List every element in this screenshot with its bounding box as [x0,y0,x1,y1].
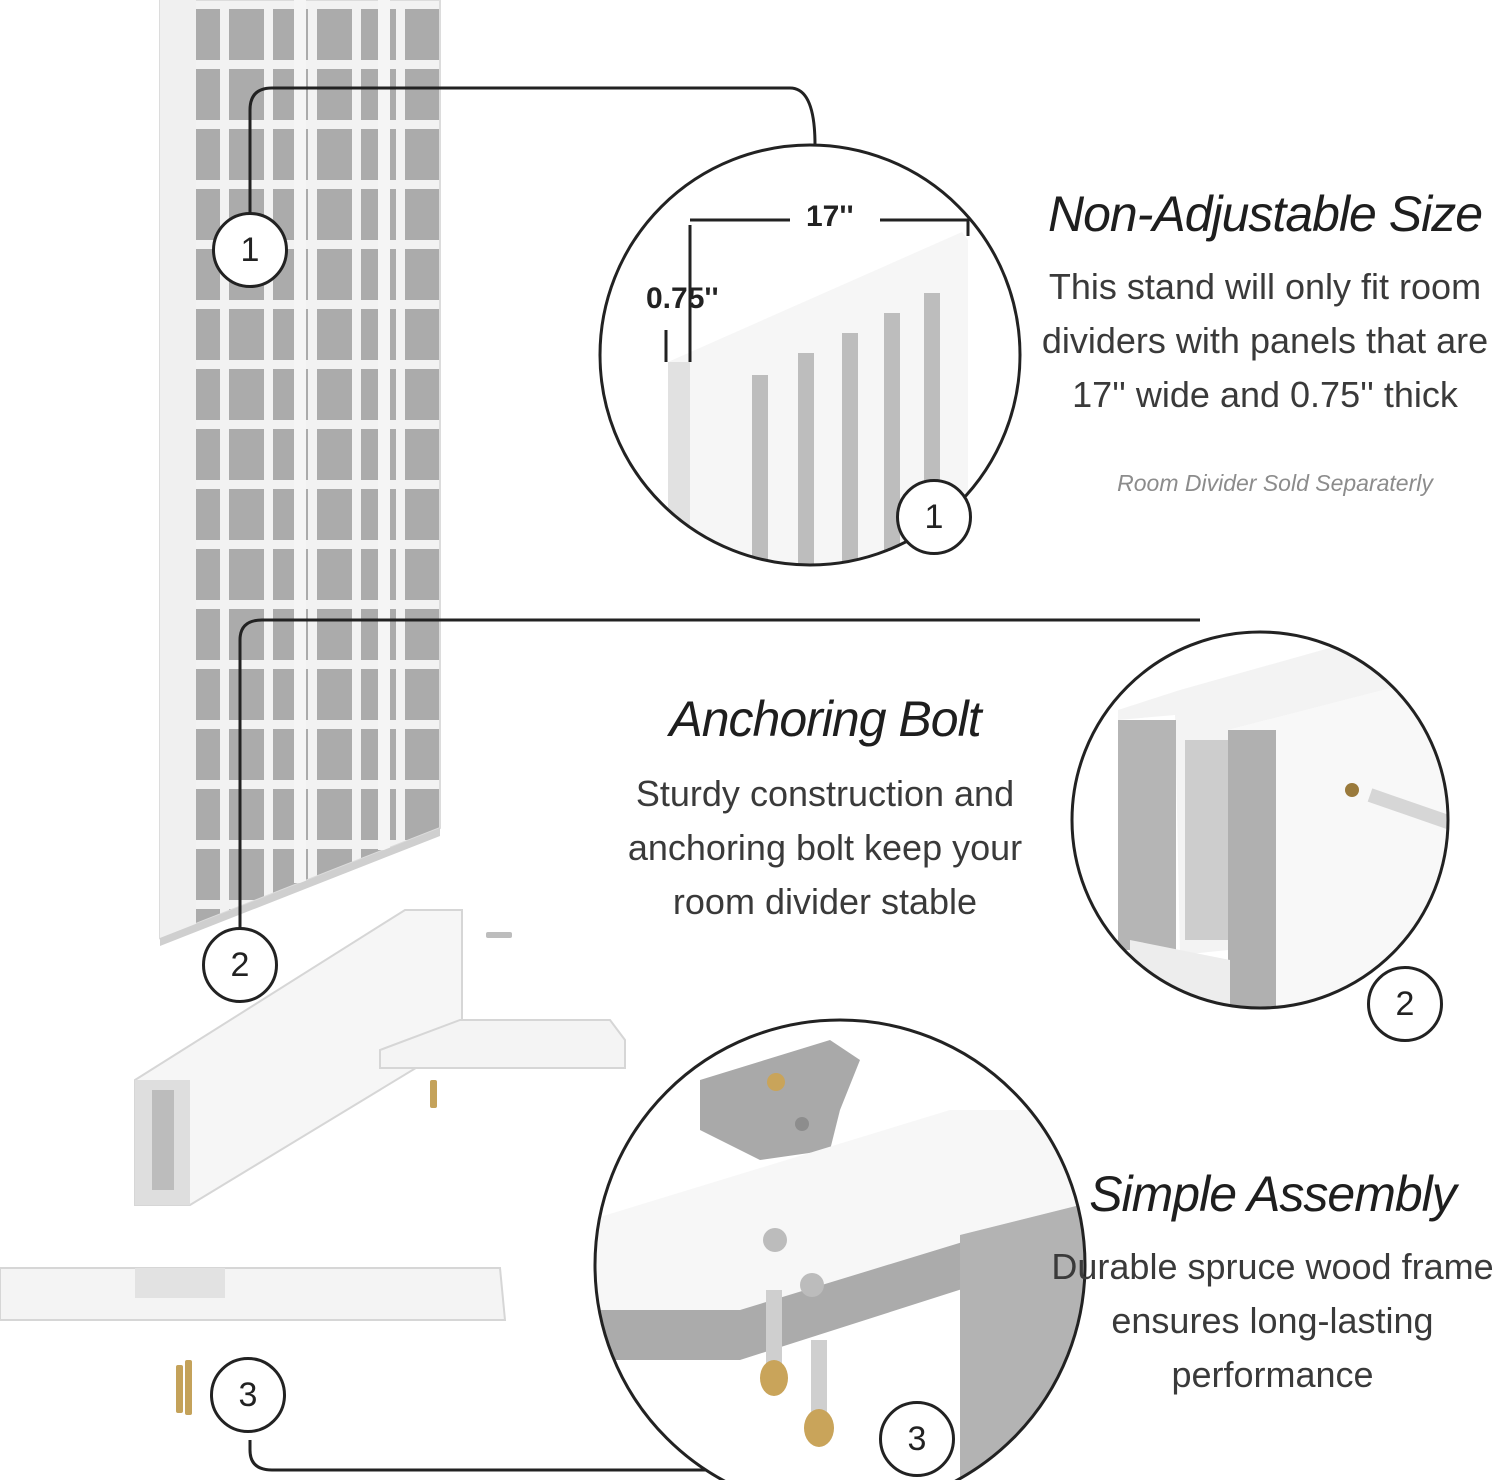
callout-number-2-detail: 2 [1367,966,1443,1042]
callout-number-1-detail: 1 [896,479,972,555]
feature-3-line-3: performance [1171,1354,1374,1395]
feature-2-line-1: Sturdy construction and [635,773,1015,814]
feature-1-description: This stand will only fit room dividers w… [1030,260,1500,422]
feature-1-line-1: This stand will only fit room [1048,266,1482,307]
feature-2-line-3: room divider stable [672,881,978,922]
feature-2-line-2: anchoring bolt keep your [627,827,1023,868]
feature-3-line-2: ensures long-lasting [1111,1300,1434,1341]
feature-1-line-2: dividers with panels that are [1041,320,1489,361]
feature-1-title: Non-Adjustable Size [1047,186,1483,242]
feature-1-line-3: 17'' wide and 0.75'' thick [1072,374,1458,415]
callout-number-1-panel: 1 [212,212,288,288]
feature-3-description: Durable spruce wood frame ensures long-l… [1045,1240,1500,1402]
sold-separately-note: Room Divider Sold Separaterly [1117,470,1433,496]
detail-circle-panel [598,143,1022,567]
width-dimension-label: 17'' [806,200,854,233]
thickness-dimension-label: 0.75'' [646,282,719,315]
feature-2-title: Anchoring Bolt [669,691,981,747]
callout-number-3-detail: 3 [879,1401,955,1477]
detail-circle-assembly [593,1018,1087,1480]
callout-number-3-panel: 3 [210,1357,286,1433]
base-rail-graphic [0,909,626,1415]
callout-lines [238,86,1200,1472]
feature-2-description: Sturdy construction and anchoring bolt k… [600,767,1050,929]
feature-3-title: Simple Assembly [1089,1166,1457,1222]
room-divider-graphic [159,0,441,946]
feature-3-line-1: Durable spruce wood frame [1051,1246,1494,1287]
callout-number-2-panel: 2 [202,927,278,1003]
